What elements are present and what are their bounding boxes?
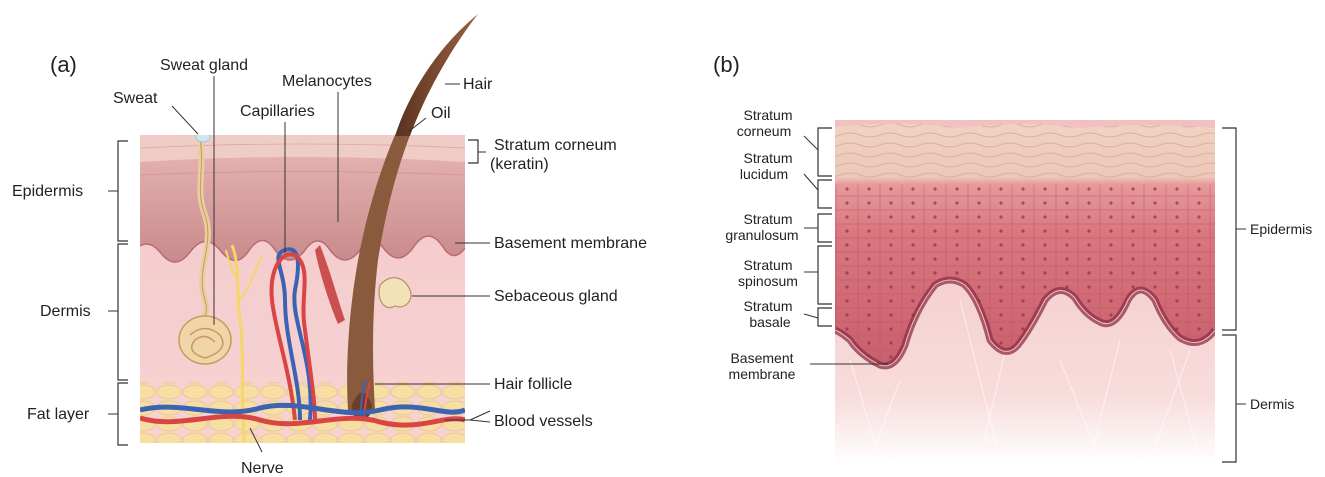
label-dermis: Dermis: [40, 303, 91, 320]
label-epidermis-b: Epidermis: [1250, 221, 1312, 237]
panel-b: (b): [713, 52, 1312, 465]
label-epidermis: Epidermis: [12, 183, 83, 200]
skin-cross-section-illustration: [140, 132, 465, 447]
label-stratum-spinosum-1: Stratum: [743, 257, 792, 273]
panel-a-letter: (a): [50, 52, 77, 77]
label-keratin: (keratin): [490, 156, 549, 173]
label-stratum-corneum-b-2: corneum: [737, 123, 791, 139]
label-stratum-corneum-b-1: Stratum: [743, 107, 792, 123]
panel-a: (a): [12, 14, 647, 477]
label-stratum-granulosum-1: Stratum: [743, 211, 792, 227]
label-stratum-basale-1: Stratum: [743, 298, 792, 314]
label-blood-vessels: Blood vessels: [494, 413, 593, 430]
panel-b-letter: (b): [713, 52, 740, 77]
label-stratum-lucidum-2: lucidum: [740, 166, 788, 182]
label-melanocytes: Melanocytes: [282, 73, 372, 90]
label-fat-layer: Fat layer: [27, 406, 90, 423]
label-stratum-corneum: Stratum corneum: [494, 137, 617, 154]
label-hair: Hair: [463, 76, 493, 93]
label-stratum-lucidum-1: Stratum: [743, 150, 792, 166]
label-dermis-b: Dermis: [1250, 396, 1294, 412]
label-capillaries: Capillaries: [240, 103, 315, 120]
label-hair-follicle: Hair follicle: [494, 376, 572, 393]
label-stratum-basale-2: basale: [749, 314, 790, 330]
label-basement-membrane-b-2: membrane: [729, 366, 796, 382]
label-basement-membrane: Basement membrane: [494, 235, 647, 252]
label-oil: Oil: [431, 105, 451, 122]
label-nerve: Nerve: [241, 460, 284, 477]
label-stratum-spinosum-2: spinosum: [738, 273, 798, 289]
label-stratum-granulosum-2: granulosum: [725, 227, 798, 243]
label-sweat: Sweat: [113, 90, 158, 107]
label-basement-membrane-b-1: Basement: [730, 350, 793, 366]
label-sweat-gland: Sweat gland: [160, 57, 248, 74]
label-sebaceous-gland: Sebaceous gland: [494, 288, 618, 305]
epidermis-layers-illustration: [835, 120, 1215, 465]
